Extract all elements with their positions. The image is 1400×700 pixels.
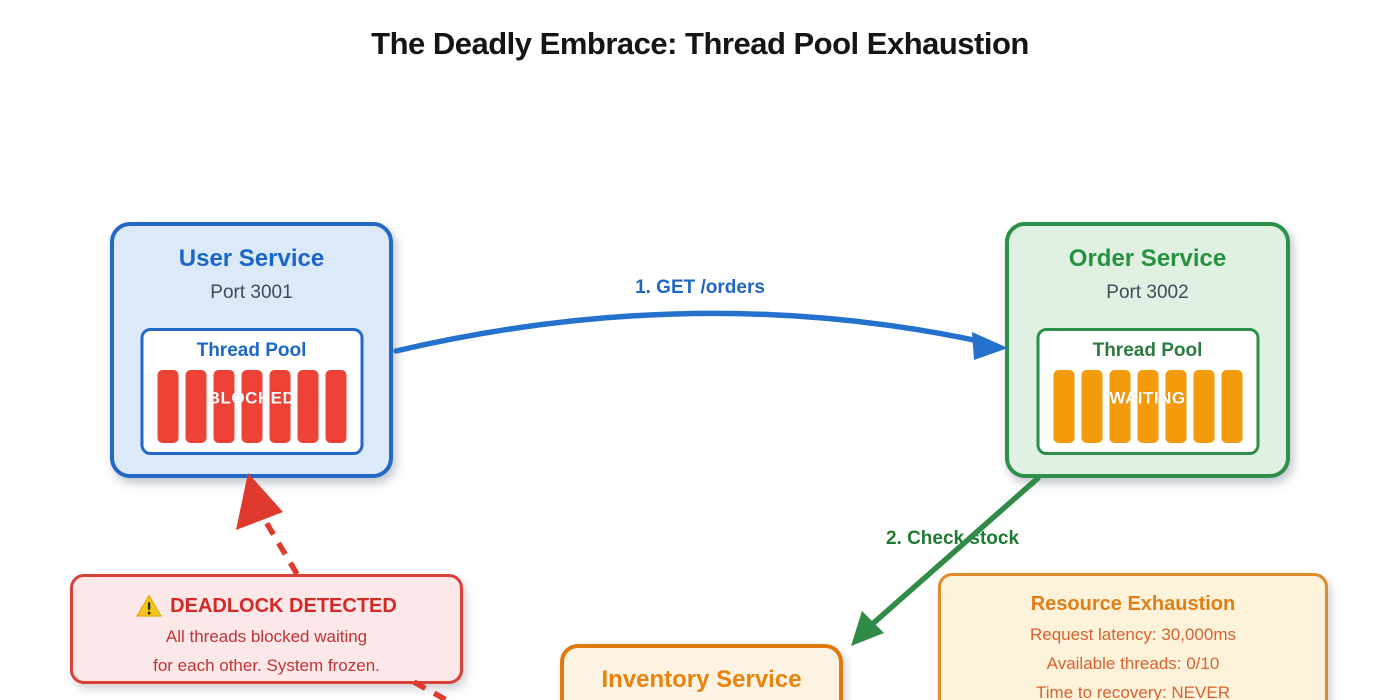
thread-bar bbox=[1193, 370, 1214, 443]
resource-exhaustion-title: Resource Exhaustion bbox=[1030, 593, 1236, 615]
deadlock-dashed-line-bottom bbox=[412, 679, 453, 700]
order-thread-pool: Thread Pool WAITING bbox=[1036, 328, 1259, 455]
deadlock-alert-box: DEADLOCK DETECTED All threads blocked wa… bbox=[70, 574, 463, 684]
thread-bar bbox=[1221, 370, 1242, 443]
order-service-box: Order Service Port 3002 Thread Pool WAIT… bbox=[1005, 222, 1290, 478]
page-title: The Deadly Embrace: Thread Pool Exhausti… bbox=[371, 26, 1029, 61]
order-thread-bars: WAITING bbox=[1039, 370, 1256, 443]
user-thread-pool: Thread Pool BLOCKED bbox=[140, 328, 363, 455]
thread-bar bbox=[297, 370, 318, 443]
order-service-title: Order Service bbox=[1068, 245, 1227, 272]
thread-bar bbox=[325, 370, 346, 443]
thread-bar bbox=[1081, 370, 1102, 443]
user-service-box: User Service Port 3001 Thread Pool BLOCK… bbox=[110, 222, 393, 478]
resource-exhaustion-line: Available threads: 0/10 bbox=[1046, 654, 1220, 673]
user-service-title: User Service bbox=[178, 245, 325, 272]
deadlock-arrowhead bbox=[236, 473, 283, 530]
get-orders-arrowhead bbox=[972, 332, 1008, 360]
thread-bar bbox=[157, 370, 178, 443]
get-orders-arrow-line bbox=[393, 310, 991, 354]
deadlock-arrow-dashed-line bbox=[263, 520, 300, 576]
user-service-port: Port 3001 bbox=[210, 282, 293, 303]
check-stock-arrowhead bbox=[851, 611, 884, 646]
check-stock-label: 2. Check stock bbox=[885, 528, 1020, 549]
thread-bar bbox=[1109, 370, 1130, 443]
order-service-port: Port 3002 bbox=[1106, 282, 1189, 303]
inventory-service-box: Inventory Service bbox=[560, 644, 843, 700]
order-thread-pool-title: Thread Pool bbox=[1092, 340, 1203, 361]
thread-bar bbox=[1137, 370, 1158, 443]
get-orders-label: 1. GET /orders bbox=[635, 277, 765, 298]
deadlock-alert-title-text: DEADLOCK DETECTED bbox=[170, 594, 397, 617]
thread-bar bbox=[213, 370, 234, 443]
user-thread-pool-title: Thread Pool bbox=[196, 340, 307, 361]
thread-bar bbox=[269, 370, 290, 443]
inventory-service-title: Inventory Service bbox=[601, 666, 802, 693]
thread-bar bbox=[185, 370, 206, 443]
user-pool-status: BLOCKED bbox=[207, 388, 296, 408]
thread-bar bbox=[241, 370, 262, 443]
thread-bar bbox=[1053, 370, 1074, 443]
resource-exhaustion-line: Request latency: 30,000ms bbox=[1029, 625, 1236, 644]
resource-exhaustion-box: Resource Exhaustion Request latency: 30,… bbox=[938, 573, 1328, 700]
order-pool-status: WAITING bbox=[1109, 388, 1186, 408]
deadlock-alert-title: DEADLOCK DETECTED bbox=[73, 594, 460, 618]
thread-bar bbox=[1165, 370, 1186, 443]
warning-triangle-icon bbox=[136, 594, 162, 617]
resource-exhaustion-line: Time to recovery: NEVER bbox=[1036, 683, 1230, 700]
user-thread-bars: BLOCKED bbox=[143, 370, 360, 443]
deadlock-alert-line: for each other. System frozen. bbox=[153, 656, 380, 675]
deadlock-alert-line: All threads blocked waiting bbox=[165, 627, 368, 646]
